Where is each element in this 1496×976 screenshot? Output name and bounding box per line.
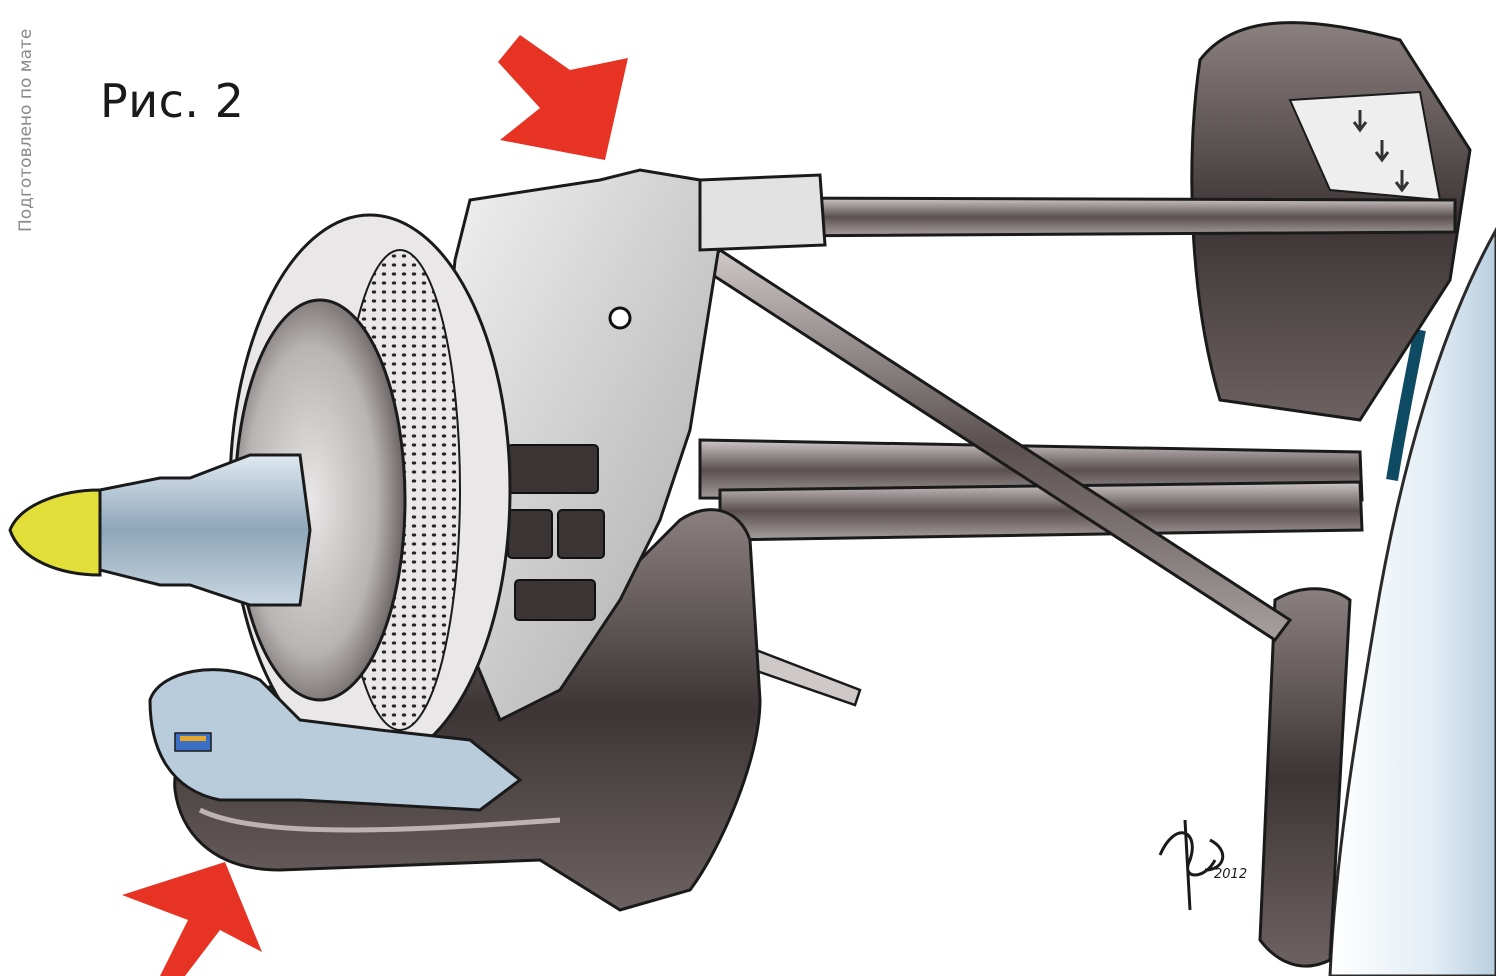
red-arrow-bottom-icon <box>122 862 262 976</box>
side-caption: Подготовлено по мате <box>16 28 36 232</box>
lower-mount-icon <box>1258 587 1352 968</box>
upright-icon <box>438 168 827 723</box>
chassis-icon <box>1328 226 1496 976</box>
signature-year: 2012 <box>1214 867 1247 882</box>
artist-signature-icon: 2012 <box>1158 819 1247 911</box>
red-arrow-top-icon <box>498 35 628 160</box>
brake-caliper-icon <box>148 668 523 812</box>
wheel-hub-nose-icon <box>8 453 312 607</box>
figure-label: Рис. 2 <box>100 74 245 128</box>
